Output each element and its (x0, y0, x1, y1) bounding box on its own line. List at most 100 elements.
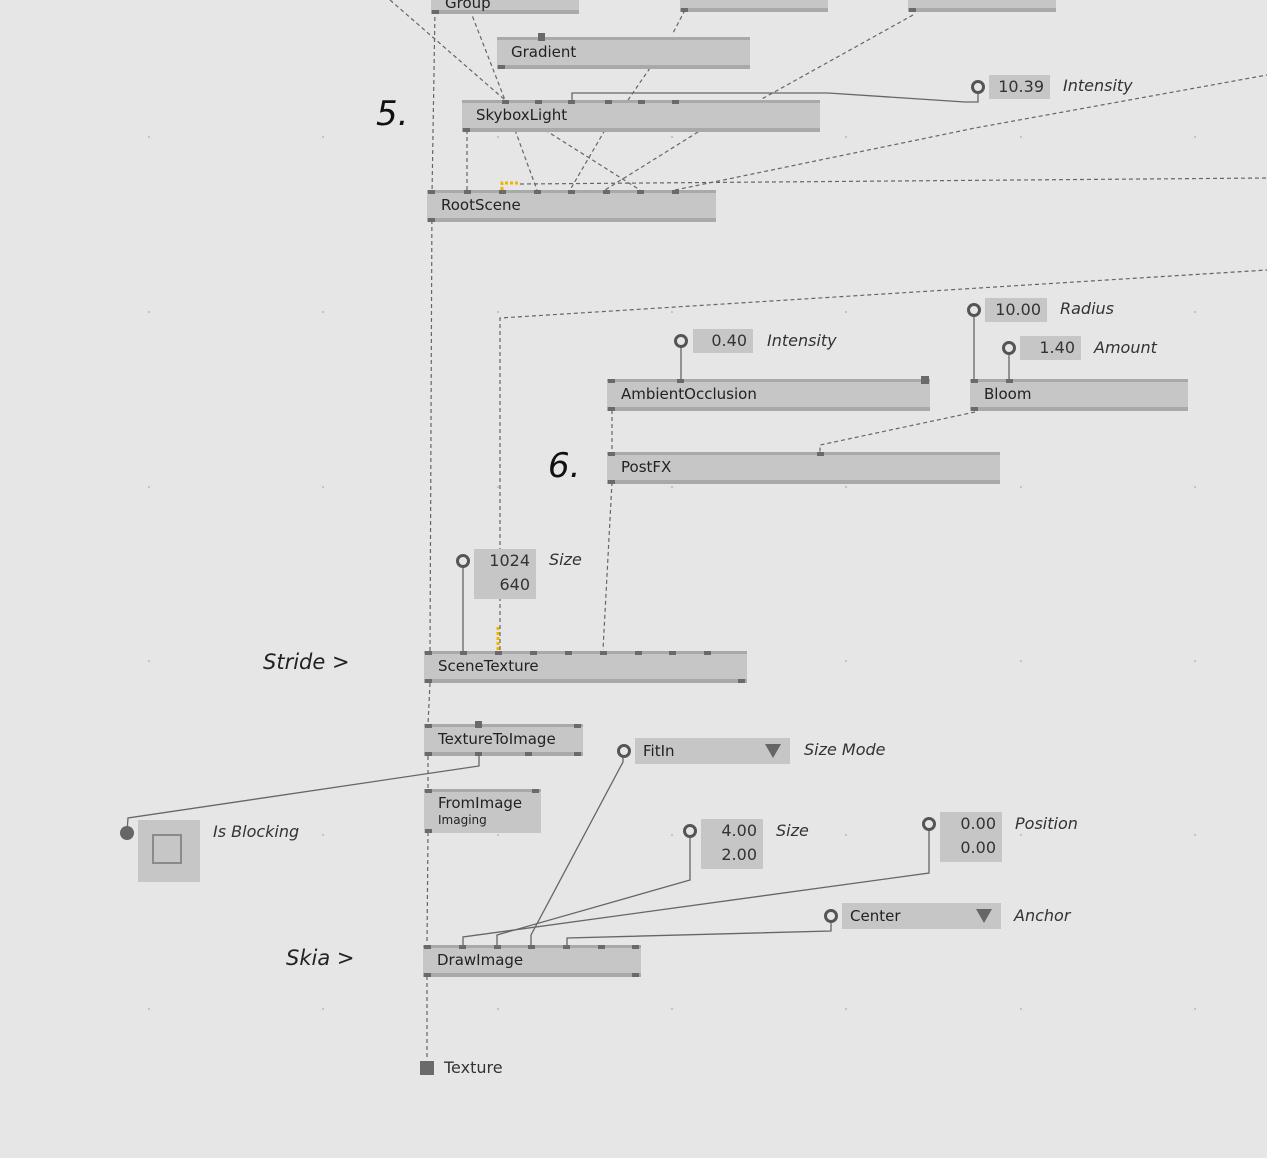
output-pin[interactable] (608, 407, 615, 411)
size-mode-handle[interactable] (617, 744, 631, 758)
input-pin[interactable] (535, 100, 542, 104)
output-pin[interactable] (424, 973, 431, 977)
node-bloom[interactable]: Bloom (970, 379, 1188, 411)
output-pin[interactable] (425, 679, 432, 683)
input-pin[interactable] (424, 945, 431, 949)
input-pin[interactable] (459, 945, 466, 949)
input-pin[interactable] (677, 379, 684, 383)
input-pin[interactable] (600, 651, 607, 655)
bloom-amount-iobox[interactable]: 1.40 (1020, 336, 1081, 360)
output-pin[interactable] (525, 752, 532, 756)
size-mode-dropdown[interactable]: FitIn (635, 738, 790, 764)
input-pin[interactable] (528, 945, 535, 949)
input-pin[interactable] (921, 376, 929, 384)
input-pin[interactable] (605, 100, 612, 104)
input-pin[interactable] (475, 721, 482, 728)
grid-dot (671, 311, 673, 313)
ao-intensity-handle[interactable] (674, 334, 688, 348)
output-pin[interactable] (432, 10, 439, 14)
input-pin[interactable] (635, 651, 642, 655)
output-pin[interactable] (475, 752, 482, 756)
intensity-handle[interactable] (971, 80, 985, 94)
bloom-amount-handle[interactable] (1002, 341, 1016, 355)
input-pin[interactable] (638, 100, 645, 104)
input-pin[interactable] (704, 651, 711, 655)
input-pin[interactable] (565, 651, 572, 655)
input-pin[interactable] (637, 190, 644, 194)
output-pin[interactable] (738, 679, 745, 683)
node-ambient-occlusion[interactable]: AmbientOcclusion (607, 376, 930, 411)
input-pin[interactable] (464, 190, 471, 194)
node-from-image[interactable]: FromImage Imaging (424, 789, 541, 833)
input-pin[interactable] (563, 945, 570, 949)
node-top-right[interactable] (908, 0, 1056, 12)
input-pin[interactable] (538, 33, 545, 41)
input-pin[interactable] (568, 190, 575, 194)
node-scene-texture[interactable]: SceneTexture (424, 651, 747, 683)
anchor-dropdown[interactable]: Center (842, 903, 1001, 929)
output-pin[interactable] (498, 65, 505, 69)
output-pin[interactable] (425, 829, 432, 833)
input-pin[interactable] (532, 789, 539, 793)
input-pin[interactable] (608, 379, 615, 383)
size-handle[interactable] (456, 554, 470, 568)
input-pin[interactable] (672, 100, 679, 104)
ao-intensity-iobox[interactable]: 0.40 (693, 329, 753, 353)
input-pin[interactable] (817, 452, 824, 456)
texture-size-iobox[interactable]: 1024 640 (474, 549, 536, 599)
input-pin[interactable] (495, 651, 502, 655)
node-bottom-bar (427, 218, 716, 222)
output-pin[interactable] (463, 128, 470, 132)
node-postfx[interactable]: PostFX (607, 452, 1000, 484)
grid-dot (1194, 486, 1196, 488)
output-pin[interactable] (632, 973, 639, 977)
draw-size-x: 4.00 (721, 821, 757, 840)
node-gradient[interactable]: Gradient (497, 33, 750, 69)
input-pin[interactable] (530, 651, 537, 655)
input-pin[interactable] (494, 945, 501, 949)
is-blocking-toggle[interactable] (138, 820, 200, 882)
input-pin[interactable] (499, 190, 506, 194)
input-pin[interactable] (428, 190, 435, 194)
output-pin[interactable] (909, 8, 916, 12)
input-pin[interactable] (574, 724, 581, 728)
is-blocking-handle[interactable] (120, 826, 134, 840)
bloom-radius-handle[interactable] (967, 303, 981, 317)
input-pin[interactable] (534, 190, 541, 194)
input-pin[interactable] (971, 379, 978, 383)
node-skybox-light[interactable]: SkyboxLight (462, 100, 820, 132)
input-pin[interactable] (425, 789, 432, 793)
input-pin[interactable] (598, 945, 605, 949)
node-texture-to-image[interactable]: TextureToImage (424, 721, 583, 756)
draw-size-iobox[interactable]: 4.00 2.00 (701, 819, 763, 869)
output-pin[interactable] (608, 480, 615, 484)
skybox-intensity-iobox[interactable]: 10.39 (989, 75, 1050, 99)
output-pin[interactable] (428, 218, 435, 222)
output-pin[interactable] (681, 8, 688, 12)
position-iobox[interactable]: 0.00 0.00 (940, 812, 1002, 862)
position-handle[interactable] (922, 817, 936, 831)
draw-size-handle[interactable] (683, 824, 697, 838)
input-pin[interactable] (502, 100, 509, 104)
bloom-radius-iobox[interactable]: 10.00 (985, 298, 1047, 322)
input-pin[interactable] (603, 190, 610, 194)
node-draw-image[interactable]: DrawImage (423, 945, 641, 977)
input-pin[interactable] (425, 724, 432, 728)
anchor-handle[interactable] (824, 909, 838, 923)
output-pin[interactable] (425, 752, 432, 756)
input-pin[interactable] (1006, 379, 1013, 383)
input-pin[interactable] (672, 190, 679, 194)
node-group[interactable]: Group (431, 0, 579, 14)
input-pin[interactable] (568, 100, 575, 104)
input-pin[interactable] (460, 651, 467, 655)
input-pin[interactable] (425, 651, 432, 655)
output-pin[interactable] (574, 752, 581, 756)
input-pin[interactable] (669, 651, 676, 655)
input-pin[interactable] (608, 452, 615, 456)
output-texture-pad[interactable] (420, 1061, 434, 1075)
node-root-scene[interactable]: RootScene (427, 190, 716, 222)
output-pin[interactable] (971, 407, 978, 411)
input-pin[interactable] (632, 945, 639, 949)
node-top-middle[interactable] (680, 0, 828, 12)
